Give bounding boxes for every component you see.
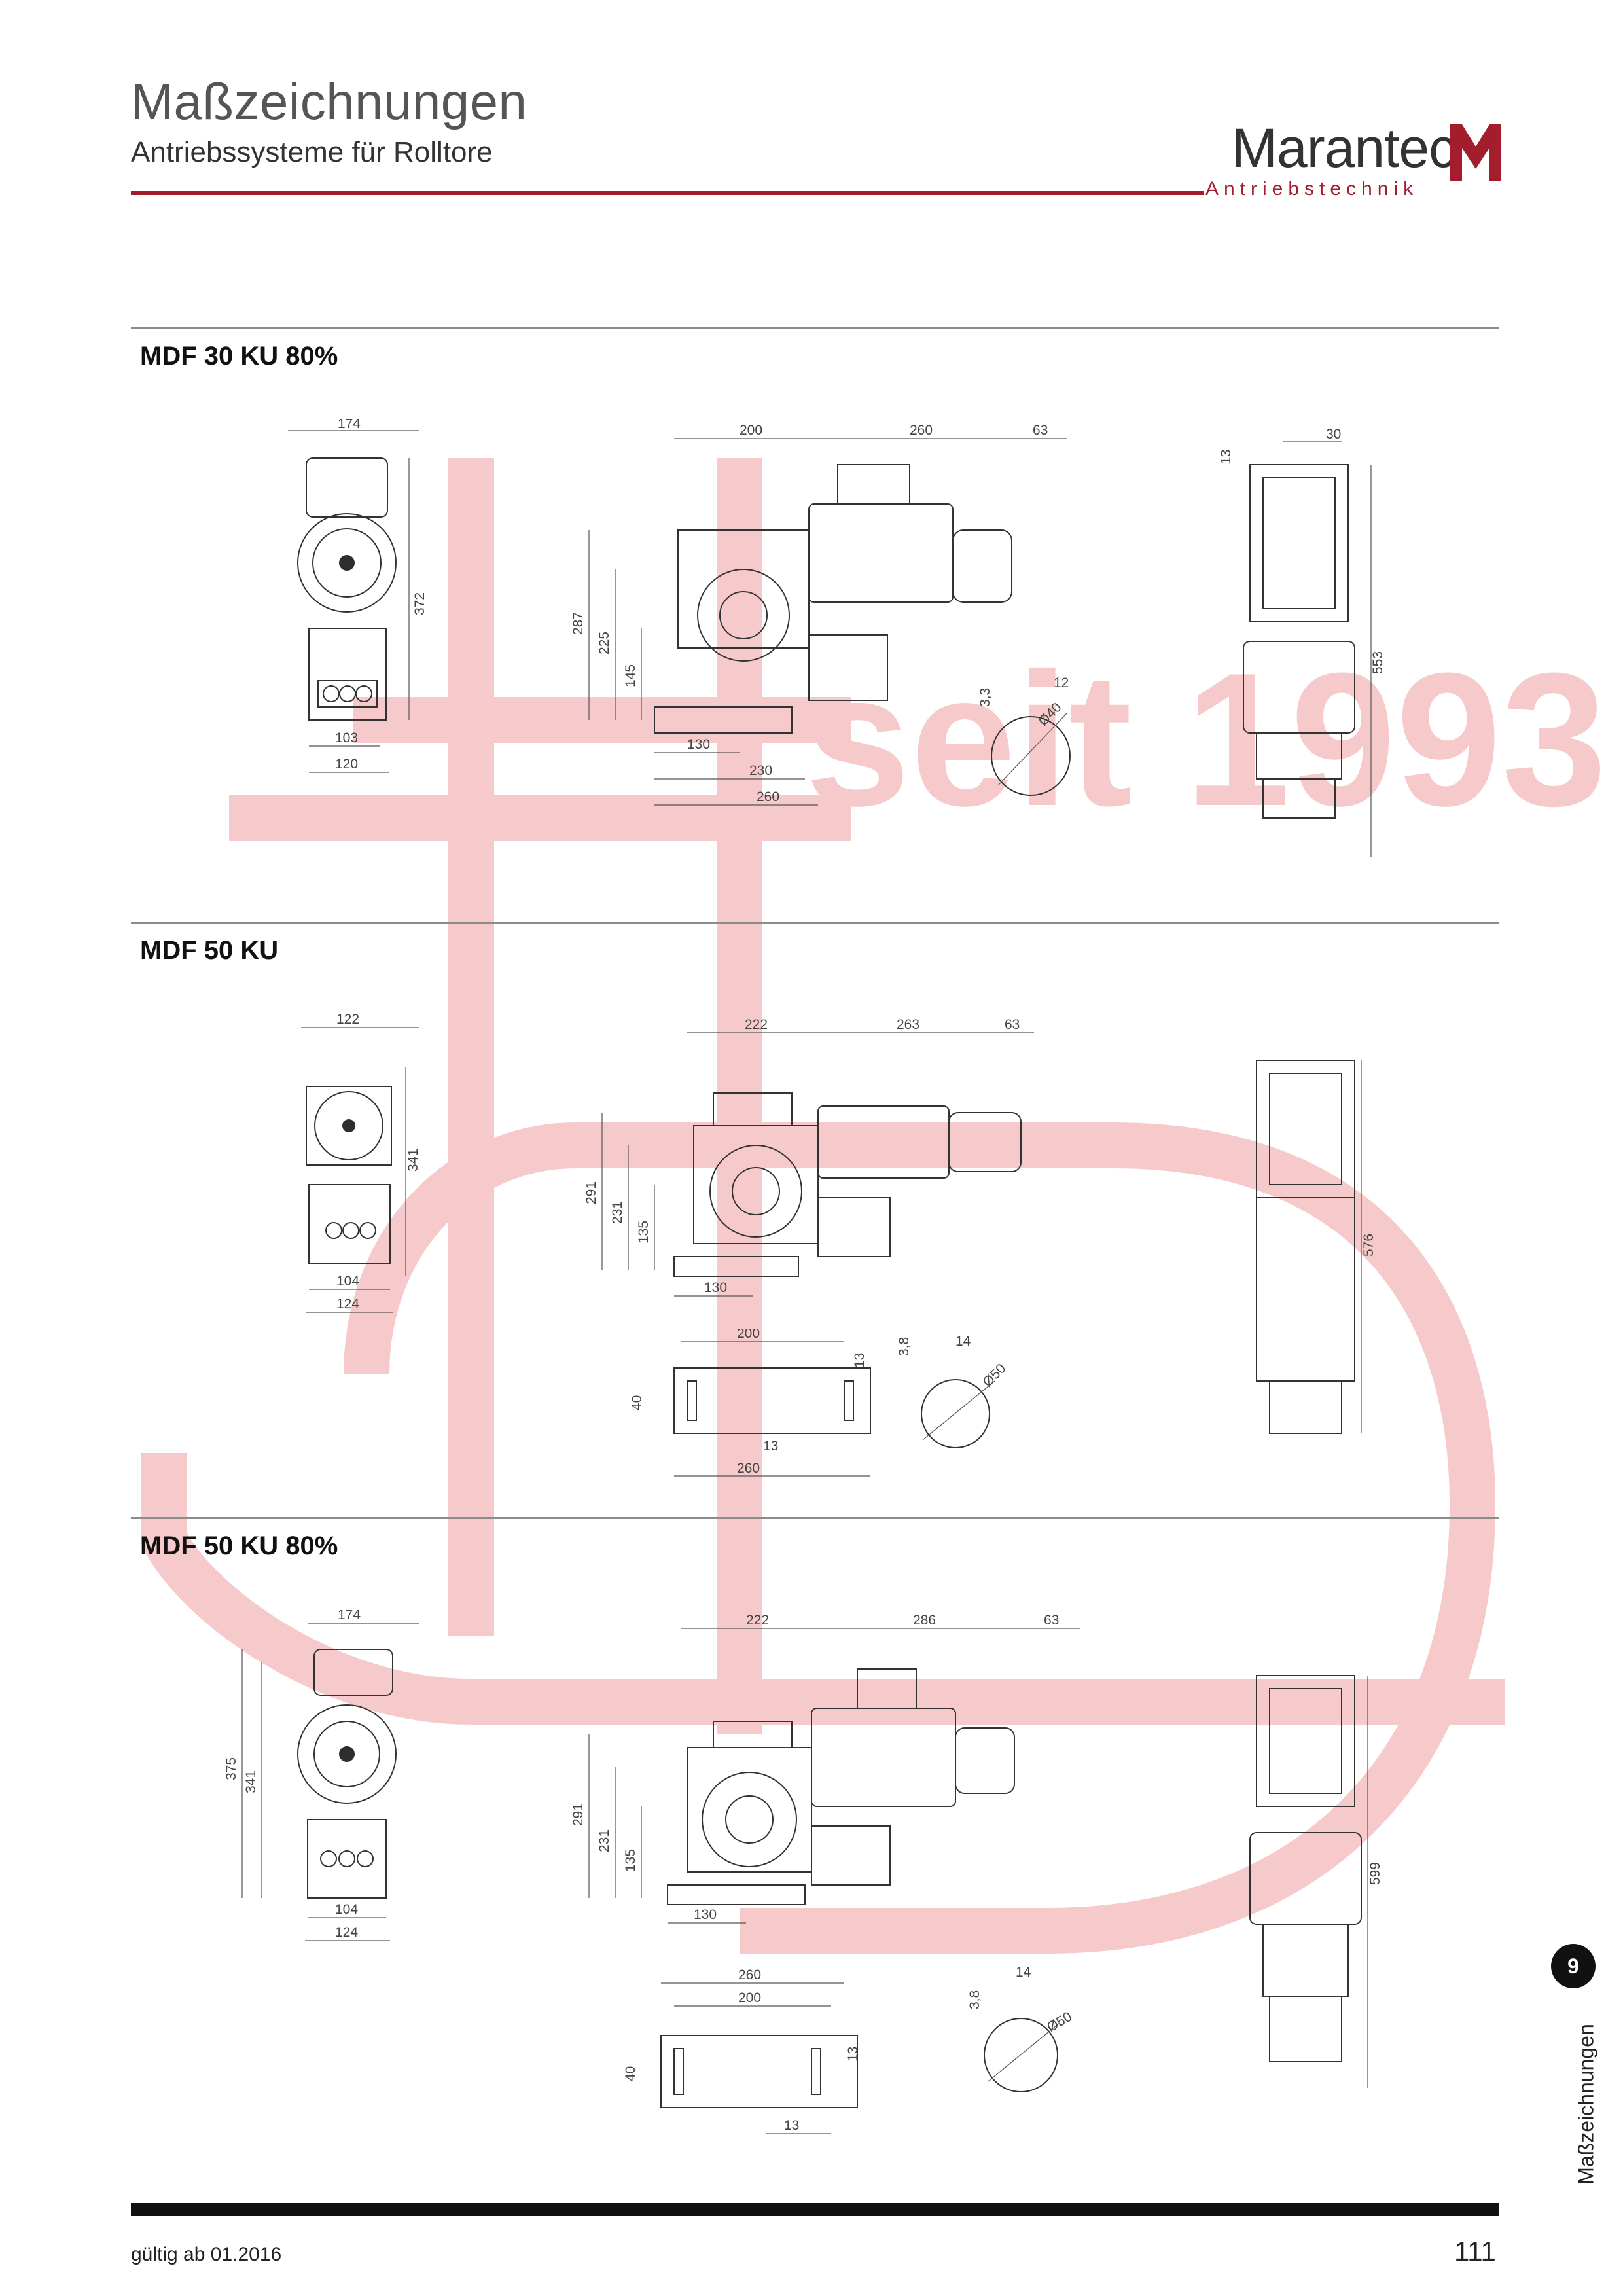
svg-text:200: 200 xyxy=(737,1329,760,1341)
section-divider xyxy=(131,922,1499,924)
svg-text:231: 231 xyxy=(597,1829,612,1852)
front-view-drawing-3: 174 375 341 104 124 xyxy=(224,1610,419,1941)
page-title: Maßzeichnungen xyxy=(131,73,527,130)
svg-text:287: 287 xyxy=(571,612,586,635)
svg-text:260: 260 xyxy=(757,789,779,804)
svg-text:40: 40 xyxy=(623,2066,638,2081)
svg-text:341: 341 xyxy=(406,1149,421,1172)
logo-tagline: Antriebstechnik xyxy=(1205,178,1419,200)
svg-text:12: 12 xyxy=(1054,675,1069,691)
svg-text:124: 124 xyxy=(336,1297,359,1312)
svg-text:222: 222 xyxy=(745,1017,768,1032)
dim-bottom-inner: 103 xyxy=(335,730,358,745)
svg-text:14: 14 xyxy=(1016,1965,1031,1980)
section-divider xyxy=(131,1517,1499,1519)
end-view-drawing-3: 599 xyxy=(1249,1675,1383,2088)
svg-text:599: 599 xyxy=(1368,1862,1383,1885)
svg-text:104: 104 xyxy=(336,1274,359,1289)
svg-text:13: 13 xyxy=(784,2118,799,2133)
side-view-drawing-2: 222 263 63 291 231 135 130 xyxy=(584,1017,1034,1297)
logo-wordmark: Marantec xyxy=(1232,117,1456,179)
svg-text:13: 13 xyxy=(846,2047,861,2062)
footer-rule xyxy=(131,2203,1499,2216)
svg-text:225: 225 xyxy=(597,632,612,655)
svg-text:63: 63 xyxy=(1044,1613,1059,1628)
svg-text:576: 576 xyxy=(1361,1234,1376,1257)
page-subtitle: Antriebssysteme für Rolltore xyxy=(131,136,493,168)
dim-top-width: 174 xyxy=(338,419,361,431)
svg-text:13: 13 xyxy=(852,1353,867,1368)
base-plate-drawing-3: 260 200 40 13 13 3,8 14 Ø50 xyxy=(623,1965,1075,2134)
svg-text:124: 124 xyxy=(335,1925,358,1940)
end-view-drawing-2: 576 xyxy=(1256,1060,1376,1434)
svg-text:135: 135 xyxy=(636,1221,651,1244)
svg-text:341: 341 xyxy=(243,1770,259,1793)
chapter-label: Maßzeichnungen xyxy=(1574,2024,1598,2185)
svg-text:14: 14 xyxy=(955,1334,971,1349)
side-view-drawing-1: 200 260 63 287 225 145 130 230 260 Ø40 3… xyxy=(571,423,1071,806)
valid-from-text: gültig ab 01.2016 xyxy=(131,2244,282,2265)
svg-text:3,3: 3,3 xyxy=(978,688,993,707)
svg-text:13: 13 xyxy=(763,1439,778,1454)
svg-text:122: 122 xyxy=(336,1014,359,1027)
svg-text:Ø40: Ø40 xyxy=(1035,700,1064,728)
svg-text:40: 40 xyxy=(630,1395,645,1410)
svg-text:200: 200 xyxy=(738,1990,761,2005)
svg-text:130: 130 xyxy=(687,737,710,752)
logo-icon xyxy=(1450,124,1501,181)
svg-text:30: 30 xyxy=(1326,427,1341,442)
section-title-mdf-50-ku: MDF 50 KU xyxy=(140,936,279,965)
svg-text:63: 63 xyxy=(1005,1017,1020,1032)
svg-text:291: 291 xyxy=(584,1181,599,1204)
header-rule xyxy=(131,191,1204,195)
svg-text:3,8: 3,8 xyxy=(897,1337,912,1356)
svg-text:286: 286 xyxy=(913,1613,936,1628)
dim-bottom-outer: 120 xyxy=(335,757,358,772)
svg-text:222: 222 xyxy=(746,1613,769,1628)
svg-text:231: 231 xyxy=(610,1201,625,1224)
svg-text:260: 260 xyxy=(738,1967,761,1982)
svg-text:63: 63 xyxy=(1033,423,1048,438)
svg-text:3,8: 3,8 xyxy=(967,1990,982,2009)
svg-text:Ø50: Ø50 xyxy=(980,1361,1008,1390)
svg-text:291: 291 xyxy=(571,1803,586,1826)
section-title-mdf-50-ku-80: MDF 50 KU 80% xyxy=(140,1532,338,1560)
front-view-drawing-1: 174 372 103 120 xyxy=(288,419,427,773)
svg-text:553: 553 xyxy=(1370,651,1385,674)
side-view-drawing-3: 222 286 63 291 231 135 130 xyxy=(571,1613,1080,1924)
svg-text:263: 263 xyxy=(897,1017,919,1032)
section-divider xyxy=(131,327,1499,329)
svg-text:135: 135 xyxy=(623,1849,638,1872)
svg-text:230: 230 xyxy=(749,763,772,778)
svg-text:145: 145 xyxy=(623,664,638,687)
base-plate-drawing-2: 200 40 13 13 260 3,8 14 Ø50 xyxy=(630,1329,1009,1477)
svg-text:200: 200 xyxy=(740,423,762,438)
svg-text:174: 174 xyxy=(338,1610,361,1623)
svg-text:130: 130 xyxy=(704,1280,727,1295)
svg-text:130: 130 xyxy=(694,1907,717,1922)
svg-text:13: 13 xyxy=(1219,450,1234,465)
front-view-drawing-2: 122 341 104 124 xyxy=(301,1014,421,1313)
dim-height: 372 xyxy=(412,592,427,615)
section-title-mdf-30-ku-80: MDF 30 KU 80% xyxy=(140,342,338,370)
svg-text:260: 260 xyxy=(910,423,933,438)
svg-text:104: 104 xyxy=(335,1902,358,1917)
end-view-drawing-1: 13 30 553 xyxy=(1219,427,1385,857)
svg-text:375: 375 xyxy=(224,1757,239,1780)
page-number: 111 xyxy=(1454,2236,1496,2267)
chapter-badge: 9 xyxy=(1551,1944,1596,1988)
svg-text:260: 260 xyxy=(737,1461,760,1476)
